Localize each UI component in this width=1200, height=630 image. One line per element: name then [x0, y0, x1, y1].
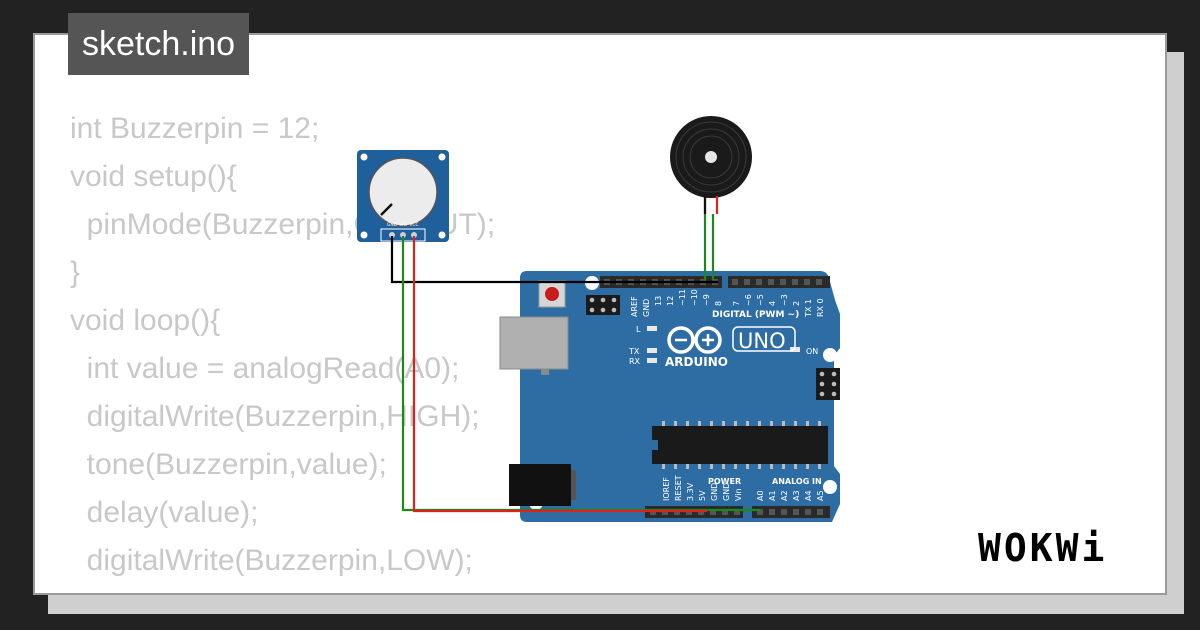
- pot-knob-indicator: [380, 203, 393, 216]
- power-title: POWER: [708, 477, 741, 486]
- pin-label: RESET: [674, 475, 683, 501]
- brand-label: ARDUINO: [665, 355, 728, 369]
- code-line: delay(value);: [70, 496, 259, 529]
- pin-label: A3: [792, 490, 801, 501]
- pin-label: 5V: [698, 490, 707, 501]
- pin-label: A4: [804, 490, 813, 501]
- pin-label: Vin: [734, 488, 743, 501]
- wire-black: [390, 236, 718, 284]
- pin-label: RX 0: [816, 298, 825, 317]
- pin-label: ~5: [756, 294, 765, 306]
- mcu-chip: [652, 426, 828, 464]
- arduino-logo-icon: [667, 326, 722, 354]
- wires: [390, 196, 760, 513]
- pin-label: ~11: [678, 289, 687, 306]
- digital-header: [728, 276, 830, 288]
- pin-label: A0: [756, 490, 765, 501]
- wire-red-vcc: [412, 236, 707, 513]
- power-jack: [509, 464, 571, 506]
- pin-label: ~6: [744, 294, 753, 306]
- code-line: void setup(){: [70, 160, 237, 193]
- model-label: UNO: [738, 329, 786, 353]
- code-line: delay(value);: [70, 585, 495, 593]
- code-line: void loop(){: [70, 304, 221, 337]
- code-line: int Buzzerpin = 12;: [70, 112, 320, 145]
- file-tab[interactable]: sketch.ino: [68, 13, 250, 75]
- pin-label: AREF: [630, 296, 639, 317]
- pin-label: A1: [768, 490, 777, 501]
- pot-pin-label: SIG: [399, 222, 407, 228]
- potentiometer[interactable]: GND SIG VCC: [357, 150, 449, 242]
- pin-label: 12: [666, 296, 675, 306]
- led-label-tx: TX: [628, 347, 640, 356]
- code-line: }: [70, 256, 81, 289]
- pin-label: 7: [732, 301, 741, 306]
- pin-label: A5: [816, 490, 825, 501]
- code-line: digitalWrite(Buzzerpin,LOW);: [70, 544, 473, 577]
- led-label-l: L: [636, 325, 641, 334]
- pin-label: GND: [722, 483, 731, 501]
- pin-label: 4: [768, 301, 777, 306]
- pin-label: 8: [714, 301, 723, 306]
- pin-label: 2: [792, 301, 801, 306]
- digital-title: DIGITAL (PWM ~): [712, 310, 799, 320]
- pin-label: ~9: [702, 294, 711, 306]
- pin-label: GND: [642, 299, 651, 317]
- arduino-uno[interactable]: AREF GND 13 12 ~11 ~10 ~9 8 7 ~6 ~5 4 ~3…: [499, 271, 840, 522]
- usb-port: [499, 316, 569, 370]
- buzzer[interactable]: [670, 116, 752, 198]
- pin-label: GND: [710, 483, 719, 501]
- led-label-on: ON: [806, 347, 818, 356]
- pot-pin-label: VCC: [409, 222, 418, 228]
- pin-label: 13: [654, 296, 663, 306]
- pin-label: IOREF: [662, 477, 671, 501]
- pot-pin-label: GND: [387, 222, 398, 228]
- pin-label: 3.3V: [686, 482, 695, 501]
- pin-label: ~10: [690, 289, 699, 306]
- analog-title: ANALOG IN: [772, 477, 822, 486]
- pin-label: TX 1: [804, 299, 813, 318]
- wokwi-logo: WOKWi: [978, 526, 1108, 570]
- pin-label: A2: [780, 490, 789, 501]
- code-line: int value = analogRead(A0);: [70, 352, 460, 385]
- code-line: tone(Buzzerpin,value);: [70, 448, 387, 481]
- led-label-rx: RX: [629, 357, 641, 366]
- pin-label: ~3: [780, 294, 789, 306]
